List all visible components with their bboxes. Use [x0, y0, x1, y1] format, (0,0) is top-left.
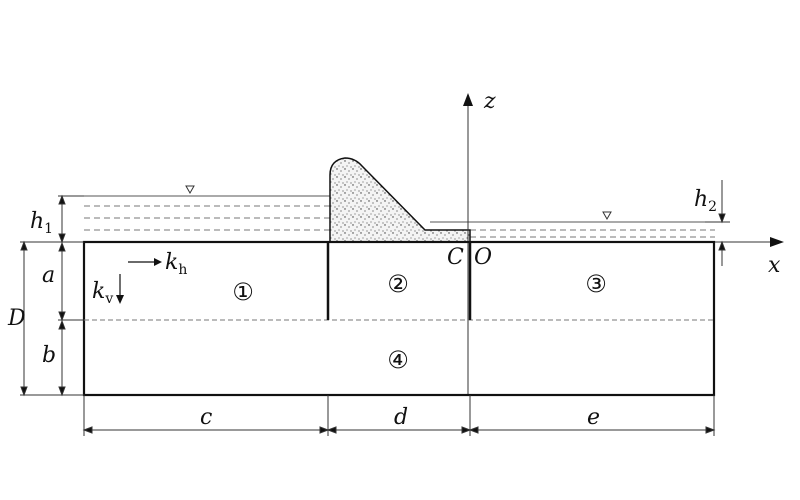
dimension-h2 [705, 180, 730, 266]
dimension-lines-bottom [82, 395, 716, 436]
label-e: e [587, 405, 600, 430]
region-4-label: ④ [387, 346, 409, 374]
label-x: x [768, 253, 781, 278]
water-level-icon-right [602, 211, 612, 221]
label-a: a [42, 263, 55, 288]
water-level-icon-left [185, 185, 195, 195]
label-d: d [394, 405, 408, 430]
label-kh: kh [165, 250, 187, 278]
region-2-label: ② [387, 270, 409, 298]
label-O: O [474, 245, 492, 270]
region-3-label: ③ [585, 270, 607, 298]
label-b: b [42, 343, 56, 368]
upstream-water [84, 185, 330, 231]
label-C: C [447, 245, 464, 270]
kh-arrow-head [154, 258, 162, 266]
region-1-label: ① [232, 278, 254, 306]
kv-arrow-head [116, 295, 124, 304]
label-D: D [7, 306, 26, 331]
label-h1: h1 [30, 209, 53, 237]
downstream-water [430, 211, 715, 238]
soil-domain-outline [82, 240, 716, 397]
label-kv: kv [92, 279, 113, 307]
x-axis-arrow [770, 237, 784, 247]
dam-body [329, 157, 471, 243]
label-z: z [483, 89, 496, 114]
z-axis-arrow [463, 93, 473, 106]
label-h2: h2 [694, 187, 717, 215]
dimension-lines-left [20, 194, 84, 397]
label-c: c [200, 405, 212, 430]
